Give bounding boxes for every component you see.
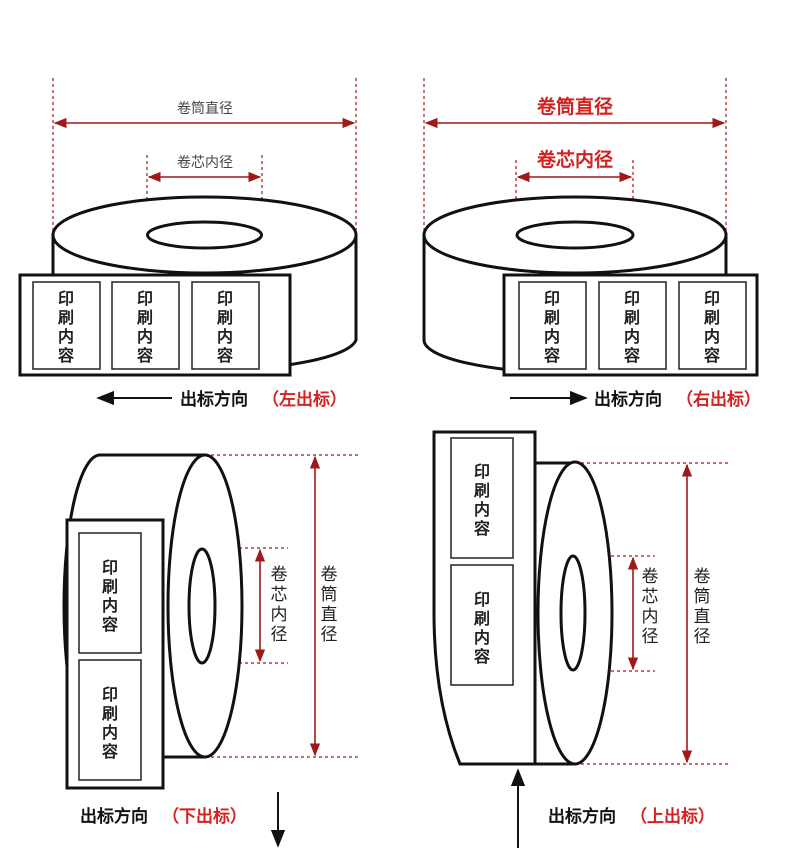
label-text: 容 (473, 647, 490, 666)
core-diameter-label: 径 (271, 625, 288, 645)
label-text: 容 (101, 615, 118, 634)
label-text: 内 (137, 327, 153, 346)
outer-diameter-label: 筒 (321, 585, 338, 605)
direction-tag: （左出标） (262, 389, 347, 410)
core-diameter-label: 内 (271, 605, 288, 625)
label (450, 437, 514, 559)
label-text: 刷 (474, 609, 490, 628)
label-text: 容 (623, 346, 640, 365)
label-text: 印 (704, 289, 720, 308)
core-diameter-label: 芯 (271, 585, 288, 605)
label (32, 281, 101, 370)
outer-diameter-label: 径 (321, 625, 338, 645)
label-text: 刷 (102, 577, 118, 596)
core-diameter-label: 卷 (642, 567, 659, 587)
roll-core (187, 547, 217, 665)
outer-diameter-label: 径 (694, 627, 711, 647)
label-text: 印 (102, 685, 118, 704)
label-text: 容 (57, 346, 74, 365)
label-text: 容 (473, 519, 490, 538)
label-text: 容 (216, 346, 233, 365)
label-text: 内 (704, 327, 720, 346)
label-text: 刷 (474, 481, 490, 500)
direction-label: 出标方向 (548, 806, 616, 827)
label-text: 刷 (544, 308, 560, 327)
label-text: 内 (474, 500, 490, 519)
label-text: 刷 (137, 308, 153, 327)
label-text: 内 (624, 327, 640, 346)
label-text: 刷 (704, 308, 720, 327)
label-text: 容 (136, 346, 153, 365)
core-diameter-label: 内 (642, 607, 659, 627)
panel-up-out: 印 刷 内 容 印 刷 内 容 卷 芯 内 径 卷 筒 直 径 出标方向 （上出… (432, 430, 730, 848)
roll-core (146, 220, 263, 250)
direction-label: 出标方向 (594, 389, 662, 410)
label-text: 印 (58, 289, 74, 308)
label-text: 内 (58, 327, 74, 346)
direction-tag: （右出标） (676, 389, 761, 410)
core-diameter-label: 卷芯内径 (177, 155, 233, 171)
direction-tag: （下出标） (162, 806, 247, 827)
label-text: 印 (137, 289, 153, 308)
label-text: 内 (474, 628, 490, 647)
direction-tag: （上出标） (630, 806, 715, 827)
panel-down-out: 印 刷 内 容 印 刷 内 容 卷 芯 内 径 卷 筒 直 径 出标方向 （下出… (62, 453, 358, 848)
panel-left-out: 卷筒直径 卷芯内径 印 刷 内 容 印 刷 内 容 印 刷 内 容 出标方向 （… (18, 78, 358, 410)
outer-diameter-label: 卷 (694, 567, 711, 587)
label-text: 印 (217, 289, 233, 308)
direction-label: 出标方向 (80, 806, 148, 827)
outer-diameter-label: 卷筒直径 (177, 100, 233, 117)
outer-diameter-label: 卷筒直径 (536, 95, 613, 118)
label-text: 内 (102, 723, 118, 742)
label-text: 容 (543, 346, 560, 365)
label (678, 281, 747, 370)
label (111, 281, 180, 370)
label-text: 印 (624, 289, 640, 308)
label (191, 281, 260, 370)
label-text: 印 (544, 289, 560, 308)
label-text: 印 (102, 558, 118, 577)
panel-right-out: 卷筒直径 卷芯内径 印 刷 内 容 印 刷 内 容 印 刷 内 容 出标方向 （… (422, 78, 761, 410)
label (78, 532, 142, 654)
core-diameter-label: 卷芯内径 (536, 148, 613, 171)
roll-core (559, 554, 587, 672)
label-text: 刷 (624, 308, 640, 327)
core-diameter-label: 芯 (642, 587, 659, 607)
label-text: 印 (474, 590, 490, 609)
label (450, 564, 514, 686)
outer-diameter-label: 筒 (694, 587, 711, 607)
label-text: 容 (703, 346, 720, 365)
label-text: 内 (102, 596, 118, 615)
outer-diameter-label: 直 (321, 605, 338, 625)
roll-core (515, 220, 635, 250)
core-diameter-label: 卷 (271, 565, 288, 585)
label (78, 659, 142, 781)
label-text: 刷 (217, 308, 233, 327)
outer-diameter-label: 直 (694, 607, 711, 627)
label-text: 刷 (102, 704, 118, 723)
label-text: 印 (474, 462, 490, 481)
label-text: 刷 (58, 308, 74, 327)
label-text: 内 (544, 327, 560, 346)
label-text: 容 (101, 742, 118, 761)
label (518, 281, 587, 370)
label (598, 281, 667, 370)
core-diameter-label: 径 (642, 627, 659, 647)
direction-label: 出标方向 (180, 389, 248, 410)
label-text: 内 (217, 327, 233, 346)
outer-diameter-label: 卷 (321, 565, 338, 585)
